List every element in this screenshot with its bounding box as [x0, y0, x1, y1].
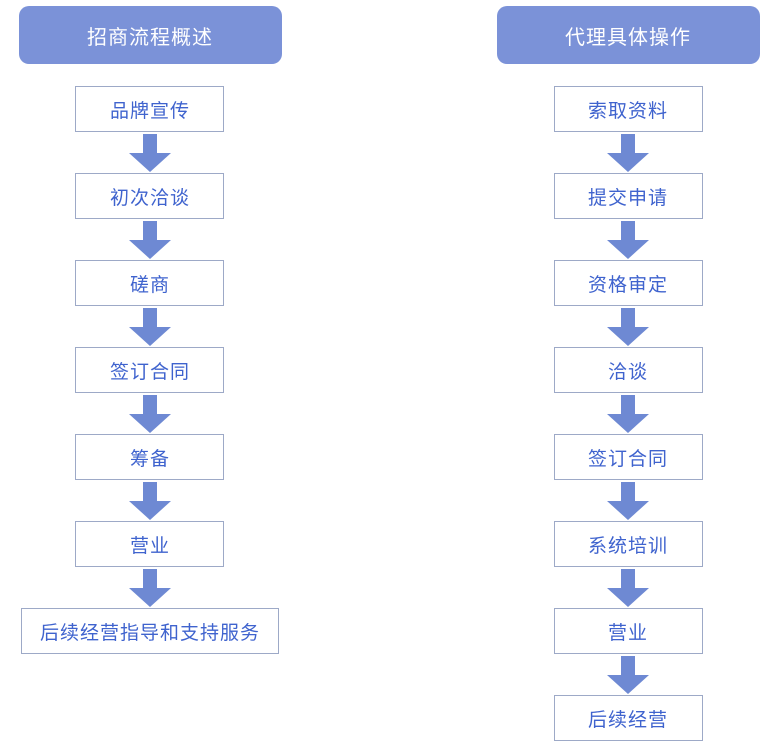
step-box: 磋商: [75, 260, 225, 306]
step-box: 索取资料: [553, 86, 703, 132]
step-box: 提交申请: [553, 173, 703, 219]
arrow-down-icon: [128, 395, 171, 433]
arrow-down-icon: [607, 482, 649, 520]
step-label: 提交申请: [587, 187, 668, 209]
steps: 品牌宣传初次洽谈磋商签订合同筹备营业后续经营指导和支持服务: [20, 86, 279, 654]
step-label: 初次洽谈: [109, 187, 190, 209]
arrow-down-icon: [128, 134, 171, 172]
step-label: 后续经营: [587, 709, 668, 731]
step-label: 磋商: [129, 274, 170, 296]
step-box: 资格审定: [553, 260, 703, 306]
step-label: 签订合同: [109, 361, 190, 383]
arrow-down-icon: [607, 221, 649, 259]
step-label: 索取资料: [587, 100, 668, 122]
step-box: 营业: [553, 608, 703, 654]
step-box: 初次洽谈: [75, 173, 225, 219]
arrow-down-icon: [128, 482, 171, 520]
step-box: 洽谈: [553, 347, 703, 393]
step-box: 品牌宣传: [75, 86, 225, 132]
step-label: 签订合同: [587, 448, 668, 470]
step-label: 后续经营指导和支持服务: [39, 622, 260, 644]
arrow-down-icon: [128, 221, 171, 259]
arrow-down-icon: [128, 308, 171, 346]
flowchart-title-label: 招商流程概述: [87, 26, 213, 49]
step-label: 品牌宣传: [109, 100, 190, 122]
step-label: 营业: [129, 535, 170, 557]
arrow-down-icon: [128, 569, 171, 607]
step-box: 后续经营: [553, 695, 703, 741]
step-label: 系统培训: [587, 535, 668, 557]
step-box: 签订合同: [553, 434, 703, 480]
step-box: 签订合同: [75, 347, 225, 393]
flowchart-title-label: 代理具体操作: [565, 26, 691, 49]
step-label: 资格审定: [587, 274, 668, 296]
step-label: 筹备: [129, 448, 170, 470]
steps: 索取资料提交申请资格审定洽谈签订合同系统培训营业后续经营: [553, 86, 703, 741]
step-box: 营业: [75, 521, 225, 567]
step-box: 系统培训: [553, 521, 703, 567]
arrow-down-icon: [607, 308, 649, 346]
arrow-down-icon: [607, 569, 649, 607]
step-label: 洽谈: [607, 361, 648, 383]
step-label: 营业: [607, 622, 648, 644]
flowchart-title-investment-process: 招商流程概述: [18, 6, 282, 64]
step-box: 筹备: [75, 434, 225, 480]
arrow-down-icon: [607, 134, 649, 172]
arrow-down-icon: [607, 395, 649, 433]
flowchart-title-agent-operations: 代理具体操作: [496, 6, 760, 64]
flowchart-column-investment-process: 招商流程概述 品牌宣传初次洽谈磋商签订合同筹备营业后续经营指导和支持服务: [0, 6, 300, 654]
arrow-down-icon: [607, 656, 649, 694]
step-box: 后续经营指导和支持服务: [20, 608, 279, 654]
flowchart-column-agent-operations: 代理具体操作 索取资料提交申请资格审定洽谈签订合同系统培训营业后续经营: [478, 6, 770, 741]
